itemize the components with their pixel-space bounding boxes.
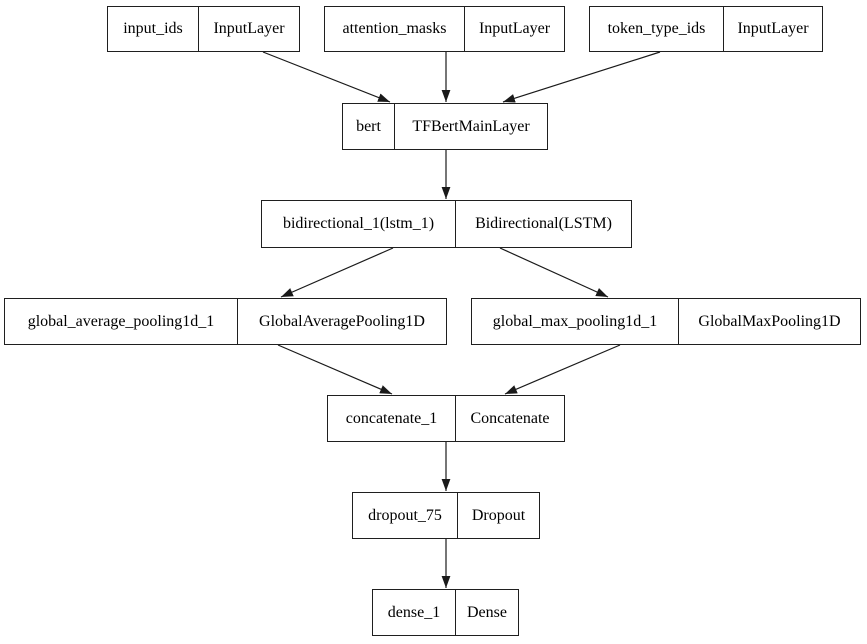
node-type-label: GlobalMaxPooling1D (698, 312, 841, 330)
node-attention-masks: attention_masks InputLayer (324, 6, 565, 52)
node-name-label: bert (343, 104, 395, 149)
node-global-average-pooling1d: global_average_pooling1d_1 GlobalAverage… (4, 298, 447, 345)
edge-input-ids-bert (262, 51, 391, 103)
node-name-label: token_type_ids (590, 7, 724, 51)
node-type-label: GlobalAveragePooling1D (259, 312, 425, 330)
node-bidirectional-lstm: bidirectional_1(lstm_1) Bidirectional(LS… (261, 200, 632, 248)
node-type-label: TFBertMainLayer (412, 117, 530, 135)
node-type-label: InputLayer (737, 20, 809, 37)
node-concatenate: concatenate_1 Concatenate (327, 395, 565, 442)
node-name-label: global_max_pooling1d_1 (472, 299, 679, 344)
node-name-label: dense_1 (373, 590, 456, 635)
node-token-type-ids: token_type_ids InputLayer (589, 6, 823, 52)
edge-gap1d-concatenate (277, 344, 393, 395)
edge-bidirectional-gmp1d (499, 247, 609, 298)
node-name-label: bidirectional_1(lstm_1) (262, 201, 456, 247)
node-type-label: Dense (467, 603, 507, 621)
node-dropout: dropout_75 Dropout (352, 492, 540, 539)
node-type-label: InputLayer (478, 20, 551, 37)
node-dense: dense_1 Dense (372, 589, 519, 636)
node-input-ids: input_ids InputLayer (107, 6, 300, 52)
node-name-label: dropout_75 (353, 493, 458, 538)
node-type-label: Bidirectional(LSTM) (475, 215, 612, 232)
node-global-max-pooling1d: global_max_pooling1d_1 GlobalMaxPooling1… (471, 298, 861, 345)
node-name-label: concatenate_1 (328, 396, 456, 441)
node-type-label: InputLayer (213, 20, 285, 37)
node-name-label: global_average_pooling1d_1 (5, 299, 238, 344)
node-name-label: input_ids (108, 7, 199, 51)
node-name-label: attention_masks (325, 7, 465, 51)
node-bert: bert TFBertMainLayer (342, 103, 548, 150)
edge-bidirectional-gap1d (280, 247, 394, 298)
node-type-label: Concatenate (470, 409, 550, 427)
edge-token-type-ids-bert (502, 51, 661, 103)
edge-gmp1d-concatenate (504, 344, 621, 395)
node-type-label: Dropout (471, 506, 526, 524)
